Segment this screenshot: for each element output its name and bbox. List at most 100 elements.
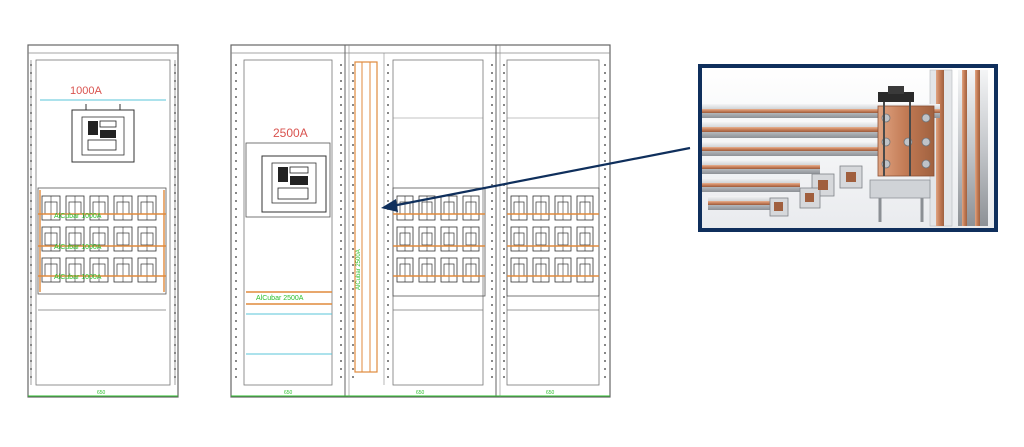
perforation-hole — [491, 104, 493, 106]
perforation-hole — [352, 80, 354, 82]
perforation-hole — [174, 320, 176, 322]
perforation-hole — [340, 328, 342, 330]
perforation-hole — [604, 344, 606, 346]
perforation-hole — [491, 208, 493, 210]
perforation-hole — [30, 184, 32, 186]
perforation-hole — [491, 176, 493, 178]
perforation-hole — [174, 280, 176, 282]
perforation-hole — [235, 232, 237, 234]
perforation-hole — [340, 296, 342, 298]
perforation-hole — [174, 368, 176, 370]
perforation-hole — [340, 120, 342, 122]
perforation-hole — [30, 336, 32, 338]
perforation-hole — [352, 232, 354, 234]
perforation-hole — [604, 304, 606, 306]
perforation-hole — [491, 200, 493, 202]
perforation-hole — [352, 288, 354, 290]
perforation-hole — [174, 240, 176, 242]
perforation-hole — [340, 240, 342, 242]
left-rating-label: 1000A — [70, 85, 102, 97]
left-orange-bars — [38, 190, 166, 292]
perforation-hole — [30, 96, 32, 98]
perforation-hole — [491, 80, 493, 82]
perforation-hole — [174, 72, 176, 74]
perforation-hole — [30, 296, 32, 298]
perforation-hole — [387, 360, 389, 362]
perforation-hole — [503, 176, 505, 178]
perforation-hole — [503, 96, 505, 98]
perforation-hole — [340, 280, 342, 282]
left-fuse-rack — [41, 195, 157, 283]
perforation-hole — [503, 248, 505, 250]
perforation-hole — [491, 112, 493, 114]
perforation-hole — [503, 296, 505, 298]
perforation-hole — [387, 256, 389, 258]
perforation-hole — [604, 296, 606, 298]
perforation-hole — [604, 200, 606, 202]
perforation-hole — [235, 88, 237, 90]
perforation-hole — [491, 120, 493, 122]
perforation-hole — [174, 216, 176, 218]
perforation-hole — [352, 248, 354, 250]
callout-photo — [700, 66, 996, 230]
right-dimension-label-3: 650 — [546, 390, 555, 396]
perforation-hole — [340, 176, 342, 178]
perforation-hole — [30, 312, 32, 314]
perforation-hole — [604, 160, 606, 162]
perforation-hole — [604, 280, 606, 282]
perforation-hole — [503, 320, 505, 322]
perforation-hole — [491, 304, 493, 306]
perforation-hole — [174, 224, 176, 226]
perforation-hole — [340, 288, 342, 290]
perforation-hole — [340, 368, 342, 370]
perforation-hole — [387, 200, 389, 202]
perforation-hole — [503, 120, 505, 122]
perforation-hole — [235, 328, 237, 330]
perforation-hole — [235, 160, 237, 162]
perforation-hole — [604, 144, 606, 146]
perforation-hole — [235, 360, 237, 362]
perforation-hole — [491, 256, 493, 258]
perforation-hole — [340, 352, 342, 354]
perforation-hole — [235, 336, 237, 338]
perforation-hole — [604, 216, 606, 218]
perforation-hole — [352, 88, 354, 90]
perforation-hole — [340, 216, 342, 218]
perforation-hole — [340, 248, 342, 250]
perforation-hole — [340, 184, 342, 186]
perforation-hole — [174, 176, 176, 178]
perforation-hole — [352, 368, 354, 370]
perforation-hole — [503, 192, 505, 194]
perforation-hole — [30, 152, 32, 154]
perforation-hole — [174, 352, 176, 354]
perforation-hole — [352, 304, 354, 306]
perforation-hole — [604, 320, 606, 322]
perforation-hole — [387, 144, 389, 146]
perforation-hole — [604, 328, 606, 330]
perforation-hole — [604, 80, 606, 82]
perforation-hole — [235, 192, 237, 194]
incomer-bar-label: AlCubar 2500A — [256, 295, 304, 302]
perforation-hole — [387, 328, 389, 330]
perforation-hole — [235, 136, 237, 138]
perforation-hole — [352, 208, 354, 210]
perforation-hole — [174, 88, 176, 90]
perforation-hole — [387, 352, 389, 354]
perforation-hole — [352, 360, 354, 362]
perforation-hole — [174, 200, 176, 202]
perforation-hole — [235, 200, 237, 202]
perforation-hole — [604, 120, 606, 122]
perforation-hole — [352, 168, 354, 170]
perforation-hole — [387, 160, 389, 162]
perforation-hole — [503, 144, 505, 146]
perforation-hole — [491, 168, 493, 170]
perforation-hole — [235, 176, 237, 178]
perforation-hole — [235, 168, 237, 170]
incomer-bars — [246, 291, 332, 355]
perforation-hole — [340, 64, 342, 66]
perforation-hole — [340, 192, 342, 194]
perforation-hole — [503, 224, 505, 226]
perforation-hole — [340, 224, 342, 226]
perforation-hole — [387, 104, 389, 106]
vertical-busbar-section: AlCubar 2500A — [354, 61, 378, 373]
